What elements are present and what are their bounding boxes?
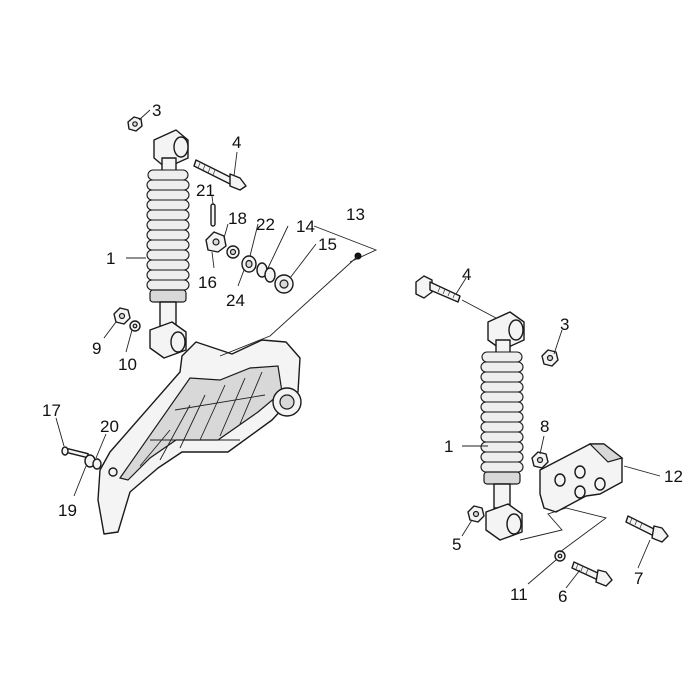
- callout-21: 21: [196, 181, 215, 200]
- callout-3: 3: [560, 315, 569, 334]
- callout-19: 19: [58, 501, 77, 520]
- right-top-nut: [541, 349, 559, 367]
- callout-9: 9: [92, 339, 101, 358]
- callout-10: 10: [118, 355, 137, 374]
- right-bolt-6: [571, 561, 613, 587]
- callout-7: 7: [634, 569, 643, 588]
- callout-24: 24: [226, 291, 245, 310]
- left-top-nut: [127, 116, 143, 132]
- callout-4: 4: [232, 133, 241, 152]
- left-lower-nut: [113, 307, 131, 325]
- callout-12: 12: [664, 467, 683, 486]
- right-top-bolt: [415, 275, 461, 303]
- callout-1: 1: [106, 249, 115, 268]
- callout-18: 18: [228, 209, 247, 228]
- left-hardware-stack: [205, 231, 294, 294]
- right-bracket: [539, 443, 624, 513]
- callout-15: 15: [318, 235, 337, 254]
- right-nut-5: [467, 505, 485, 523]
- callout-3: 3: [152, 101, 161, 120]
- callout-17: 17: [42, 401, 61, 420]
- right-washer-11: [554, 550, 566, 562]
- left-pin: [210, 203, 216, 227]
- callout-5: 5: [452, 535, 461, 554]
- right-shock-absorber-assembly: 4 3 1 8 12 5 7 11 6: [415, 265, 683, 606]
- callout-13: 13: [346, 205, 365, 224]
- left-top-bolt: [193, 159, 247, 191]
- callout-20: 20: [100, 417, 119, 436]
- callout-11: 11: [510, 585, 528, 604]
- callout-6: 6: [558, 587, 567, 606]
- left-bracket-arm: [97, 339, 302, 535]
- callout-8: 8: [540, 417, 549, 436]
- callout-1: 1: [444, 437, 453, 456]
- callout-4: 4: [462, 265, 471, 284]
- callout-16: 16: [198, 273, 217, 292]
- right-nut-8: [531, 451, 549, 469]
- left-small-screw: [61, 446, 102, 470]
- left-lower-washer: [129, 320, 141, 332]
- callout-22: 22: [256, 215, 275, 234]
- left-shock-absorber: [146, 129, 190, 359]
- right-bolt-7: [625, 515, 669, 543]
- callout-14: 14: [296, 217, 315, 236]
- right-shock-absorber: [480, 311, 525, 541]
- left-shock-absorber-assembly: 3 4 21 18 22 14 13 15 1 16 24 9 10 17 20…: [42, 101, 378, 535]
